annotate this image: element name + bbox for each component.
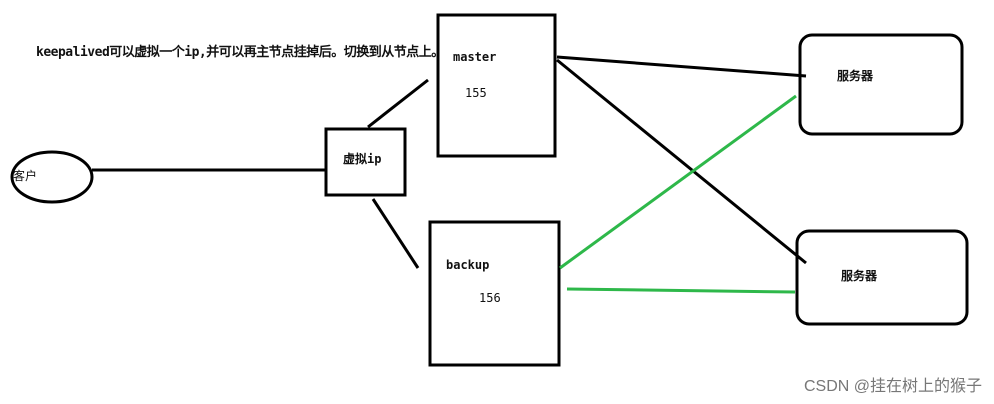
- edge-backup-server-top: [559, 94, 797, 270]
- client-node: [10, 150, 94, 204]
- master-label: master: [453, 50, 497, 64]
- edge-backup-server-bottom: [566, 287, 796, 294]
- server-bottom-node: [795, 229, 969, 326]
- diagram-caption: keepalived可以虚拟一个ip,并可以再主节点挂掉后。切换到从节点上。: [36, 45, 444, 60]
- backup-ip: 156: [479, 291, 501, 305]
- watermark: CSDN @挂在树上的猴子: [803, 378, 982, 395]
- edge-master-server-top: [556, 55, 807, 78]
- edge-master-server-bottom: [556, 58, 807, 265]
- backup-label: backup: [446, 258, 490, 272]
- master-ip: 155: [465, 86, 487, 100]
- master-node: [436, 13, 557, 158]
- backup-node: [428, 220, 561, 367]
- edge-vip-backup: [371, 198, 420, 269]
- server-bottom-label: 服务器: [841, 269, 878, 283]
- server-top-node: [798, 33, 964, 136]
- client-label: 客户: [13, 169, 38, 183]
- server-top-label: 服务器: [837, 69, 874, 83]
- vip-node: [324, 127, 407, 197]
- vip-label: 虚拟ip: [343, 152, 382, 166]
- edge-vip-master: [367, 78, 429, 129]
